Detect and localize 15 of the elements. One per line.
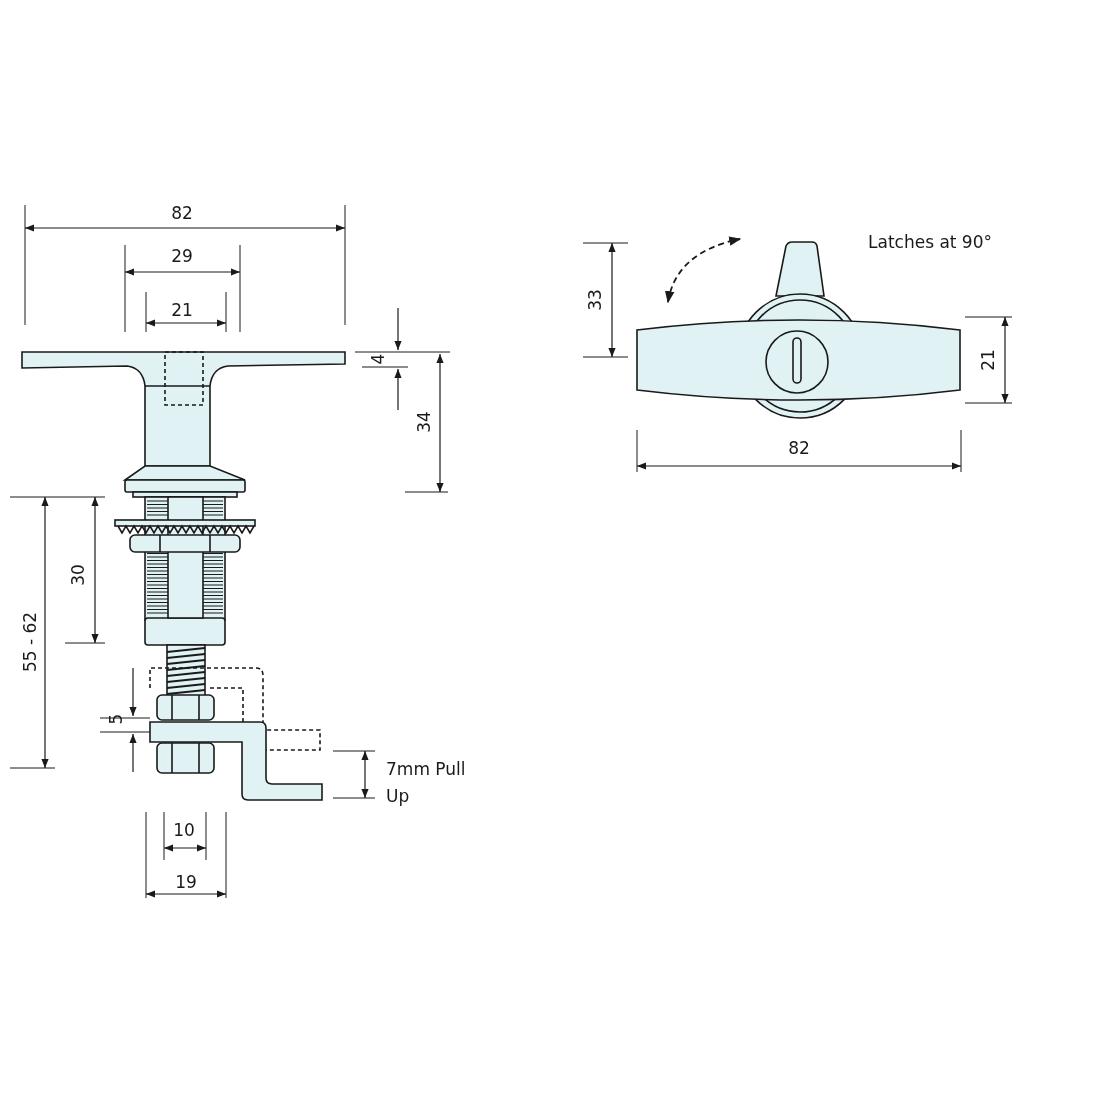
dimension-label: 29 bbox=[171, 245, 193, 267]
dimension-label: 82 bbox=[788, 437, 810, 459]
dimension-label: 10 bbox=[173, 819, 195, 841]
note-text: 7mm Pull Up bbox=[386, 758, 466, 809]
dimension-label: 82 bbox=[171, 202, 193, 224]
dimension-label: 21 bbox=[977, 349, 999, 371]
dimension-label: 30 bbox=[67, 564, 89, 586]
dimension-label: 33 bbox=[584, 289, 606, 311]
dimension-label: 19 bbox=[175, 871, 197, 893]
dimension-label: 21 bbox=[171, 299, 193, 321]
note-text: Latches at 90° bbox=[868, 231, 992, 253]
dimension-label: 5 bbox=[105, 713, 127, 725]
dimension-label: 4 bbox=[367, 353, 389, 365]
dimension-label: 34 bbox=[413, 411, 435, 433]
dimension-label: 55 - 62 bbox=[19, 611, 41, 673]
